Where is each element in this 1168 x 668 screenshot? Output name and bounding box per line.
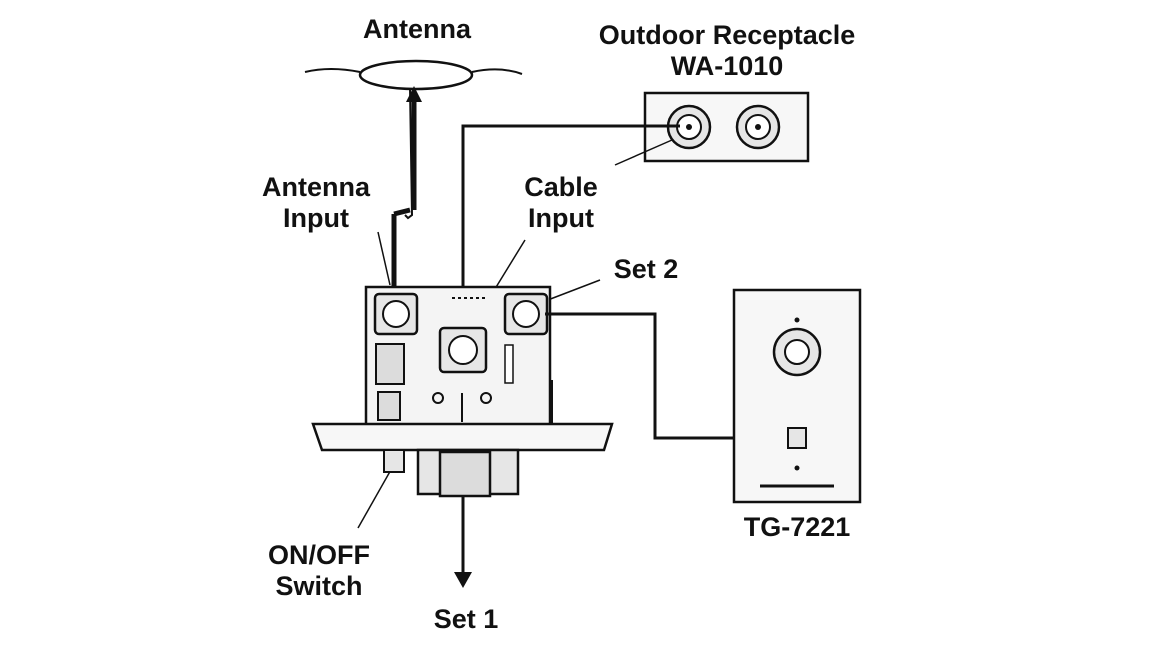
- on-off-switch-label-line1: ON/OFF: [268, 540, 370, 570]
- tg7221-wallplate-drawing: [732, 288, 862, 504]
- outdoor-receptacle-label-line2: WA-1010: [670, 51, 784, 81]
- cable-input-label: Cable Input: [486, 172, 636, 234]
- outdoor-receptacle-label: Outdoor Receptacle WA-1010: [560, 20, 894, 82]
- set1-label: Set 1: [406, 604, 526, 635]
- tg7221-label: TG-7221: [722, 512, 872, 543]
- on-off-switch-label: ON/OFF Switch: [244, 540, 394, 602]
- antenna-drawing: [304, 59, 523, 220]
- tg7221-label-text: TG-7221: [743, 512, 851, 542]
- antenna-input-label: Antenna Input: [236, 172, 396, 234]
- antenna-label: Antenna: [332, 14, 502, 45]
- antenna-label-text: Antenna: [363, 14, 471, 44]
- set1-label-text: Set 1: [433, 604, 499, 634]
- cable-input-label-line2: Input: [528, 203, 594, 233]
- outdoor-receptacle-label-line1: Outdoor Receptacle: [598, 20, 856, 50]
- antenna-input-label-line1: Antenna: [262, 172, 370, 202]
- tv-amplifier-unit: [311, 285, 614, 498]
- set2-label: Set 2: [586, 254, 706, 285]
- antenna-input-label-line2: Input: [283, 203, 349, 233]
- cable-input-label-line1: Cable: [524, 172, 598, 202]
- set1-line: [454, 496, 472, 588]
- on-off-switch-label-line2: Switch: [275, 571, 363, 601]
- set2-label-text: Set 2: [613, 254, 679, 284]
